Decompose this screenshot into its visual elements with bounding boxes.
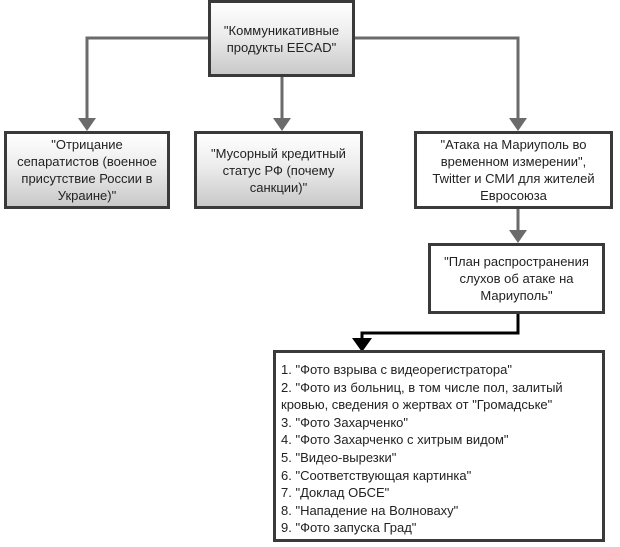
connector-root-to-right xyxy=(355,36,520,120)
root-node-label: "Коммуникативные продукты EECAD" xyxy=(223,22,340,55)
list-item: 1. "Фото взрыва с видеорегистратора" xyxy=(281,362,512,377)
branch-node-separatists: "Отрицание сепаратистов (военное присутс… xyxy=(4,131,170,209)
list-item: 5. "Видео-вырезки" xyxy=(281,449,397,465)
root-node: "Коммуникативные продукты EECAD" xyxy=(208,0,355,77)
list-item: 6. "Соответствующая картинка" xyxy=(281,467,472,483)
list-item: 9. "Фото запуска Град" xyxy=(281,520,417,536)
arrowhead-middle xyxy=(273,118,291,131)
arrowhead-list xyxy=(352,338,372,352)
branch-node-credit-status: "Мусорный кредитный статус РФ (почему са… xyxy=(194,131,363,209)
list-item: 2. "Фото из больниц, в том числе пол, за… xyxy=(281,379,563,413)
branch-node-mariupol-attack-label: "Атака на Мариуполь во временном измерен… xyxy=(432,137,595,203)
branch-node-separatists-label: "Отрицание сепаратистов (военное присутс… xyxy=(17,137,157,203)
connector-root-to-left xyxy=(85,36,208,120)
arrowhead-plan xyxy=(509,230,527,243)
evidence-list-box: 1. "Фото взрыва с видеорегистратора" 2. … xyxy=(273,350,605,542)
list-item: 3. "Фото Захарченко" xyxy=(281,414,409,430)
plan-node-label: "План распространения слухов об атаке на… xyxy=(444,254,589,303)
branch-node-mariupol-attack: "Атака на Мариуполь во временном измерен… xyxy=(414,131,613,209)
list-item: 7. "Доклад ОБСЕ" xyxy=(281,485,390,501)
branch-node-credit-status-label: "Мусорный кредитный статус РФ (почему са… xyxy=(211,145,346,195)
arrowhead-left xyxy=(78,118,96,131)
connector-plan-to-list xyxy=(360,313,520,342)
arrowhead-right xyxy=(509,118,527,131)
plan-node: "План распространения слухов об атаке на… xyxy=(428,243,605,314)
list-item: 4. "Фото Захарченко с хитрым видом" xyxy=(281,432,509,448)
list-item: 8. "Нападение на Волноваху" xyxy=(281,502,459,518)
